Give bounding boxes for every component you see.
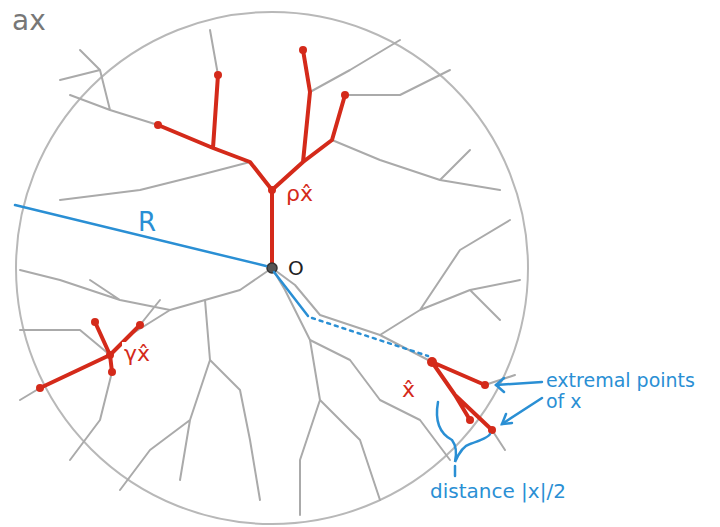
corner-label: ax <box>12 6 46 37</box>
origin-label: O <box>288 257 304 279</box>
gray-tree <box>20 30 520 515</box>
radius-label: R <box>138 208 156 237</box>
disk-boundary <box>16 12 528 524</box>
endpoint-dots <box>36 46 496 434</box>
origin-dot <box>267 263 277 273</box>
subtree-label: γx̂ <box>122 342 152 366</box>
blue-markings <box>15 205 542 476</box>
distance-label: distance |x|/2 <box>430 480 566 502</box>
subtree-label: x̂ <box>400 378 417 402</box>
callout-text: extremal points of x <box>546 370 714 412</box>
subtree-label: ρx̂ <box>284 182 315 206</box>
red-subtrees <box>40 50 492 430</box>
